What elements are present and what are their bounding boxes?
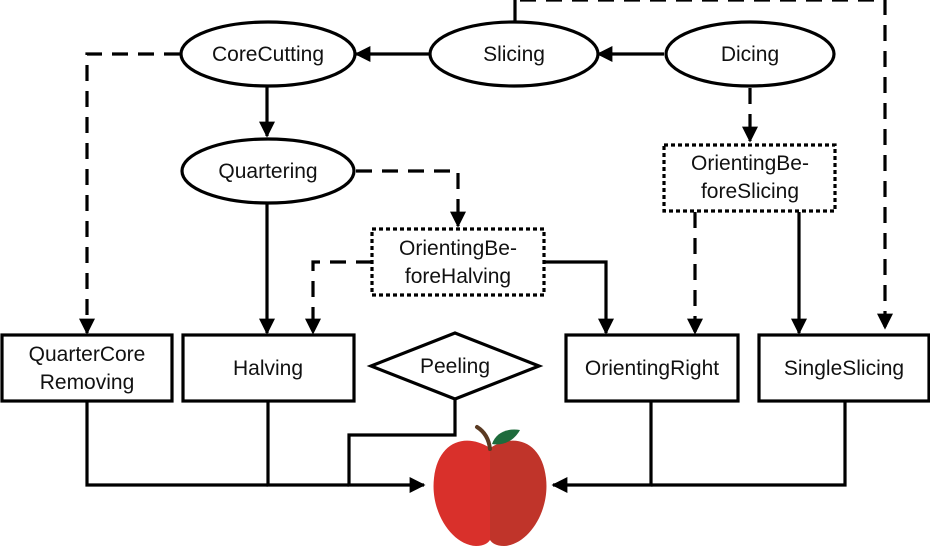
apple-icon <box>433 425 547 546</box>
edge-halving-to-apple <box>266 401 349 487</box>
node-corecutting-label: CoreCutting <box>212 43 324 66</box>
node-dicing: Dicing <box>664 20 836 88</box>
node-qcr-label-line1: QuarterCore <box>29 343 146 366</box>
edge-quartering-to-orientingbeforehalving <box>356 169 466 228</box>
node-peeling-label: Peeling <box>420 355 490 378</box>
node-quartering-label: Quartering <box>218 160 317 183</box>
node-quartering: Quartering <box>180 137 356 205</box>
edge-obh-to-orientingright <box>544 260 614 335</box>
edge-peeling-to-apple <box>347 399 457 493</box>
node-obh-label-line1: OrientingBe- <box>399 237 517 260</box>
node-obs-label-line2: foreSlicing <box>701 180 799 203</box>
edge-orientingright-to-apple <box>551 401 653 493</box>
edge-singleslicing-to-apple <box>651 401 847 487</box>
node-dicing-label: Dicing <box>721 43 779 66</box>
node-obh-label-line2: foreHalving <box>405 265 511 288</box>
node-orientingbeforeslicing: OrientingBe- foreSlicing <box>662 143 837 213</box>
node-corecutting: CoreCutting <box>179 20 357 88</box>
node-slicing: Slicing <box>428 20 600 88</box>
node-singleslicing: SingleSlicing <box>757 333 930 403</box>
node-orientingright-label: OrientingRight <box>585 357 719 380</box>
node-singleslicing-label: SingleSlicing <box>784 357 904 380</box>
node-slicing-label: Slicing <box>483 43 545 66</box>
node-quartercoreremoving: QuarterCore Removing <box>0 333 174 403</box>
node-halving-label: Halving <box>233 357 303 380</box>
node-halving: Halving <box>181 333 356 403</box>
node-orientingbeforehalving: OrientingBe- foreHalving <box>370 227 546 297</box>
node-obs-label-line1: OrientingBe- <box>691 152 809 175</box>
node-peeling: Peeling <box>366 331 544 401</box>
edge-dashed-to-singleslicing <box>520 0 893 330</box>
node-orientingright: OrientingRight <box>564 333 740 403</box>
edge-corecutting-to-quartercoreremoving <box>79 52 180 335</box>
node-qcr-label-line2: Removing <box>40 371 135 394</box>
edge-quartercore-to-apple <box>85 401 268 487</box>
edge-obh-to-halving <box>305 260 372 335</box>
